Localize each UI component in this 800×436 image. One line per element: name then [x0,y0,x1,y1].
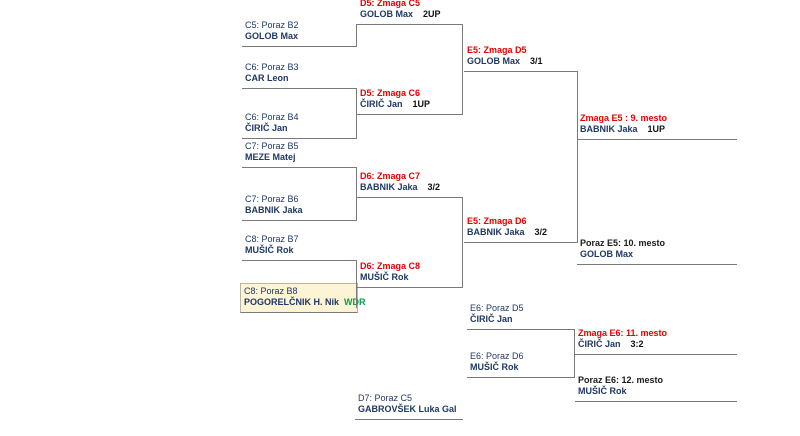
entry-zmaga-e5-9-mesto: Zmaga E5 : 9. mesto BABNIK Jaka 1UP [577,113,737,140]
entry-player-row: MUŠIČ Rok [360,272,463,283]
connector-line [462,24,463,114]
entry-player-row: BABNIK Jaka 3/2 [467,227,578,238]
entry-player-row: BABNIK Jaka [245,205,357,216]
entry-round-label: C7: Poraz B6 [245,194,299,204]
entry-e5-zmaga-d5: E5: Zmaga D5 GOLOB Max 3/1 [464,45,578,72]
entry-score: 3/2 [427,182,441,192]
entry-player-name: ČIRIČ Jan [360,99,403,109]
entry-round-label: E6: Poraz D5 [470,303,524,313]
entry-poraz-e6-12-mesto: Poraz E6: 12. mesto MUŠIČ Rok [575,375,737,402]
withdraw-tag: WDR [344,297,366,307]
entry-c6-poraz-b3: C6: Poraz B3 CAR Leon [242,62,357,89]
entry-score: 3/2 [534,227,548,237]
entry-round-label: Zmaga E5 : 9. mesto [580,113,668,123]
entry-d6-zmaga-c8: D6: Zmaga C8 MUŠIČ Rok [357,261,463,288]
entry-score: 1UP [412,99,431,109]
entry-round-label: C5: Poraz B2 [245,20,299,30]
connector-line [356,260,357,308]
entry-player-name: MEZE Matej [245,152,296,162]
entry-player-row: GOLOB Max [245,31,357,42]
entry-c5-poraz-b2: C5: Poraz B2 GOLOB Max [242,20,357,47]
connector-line [577,71,578,242]
entry-player-name: MUŠIČ Rok [360,272,409,282]
entry-player-name: BABNIK Jaka [360,182,418,192]
entry-round-label: E5: Zmaga D6 [467,216,527,226]
entry-d5-zmaga-c5: D5: Zmaga C5 GOLOB Max 2UP [357,0,463,25]
entry-player-name: CAR Leon [245,73,289,83]
entry-round-label: Poraz E5: 10. mesto [580,238,666,248]
entry-player-row: ČIRIČ Jan 3:2 [578,339,737,350]
entry-player-name: MUŠIČ Rok [578,386,627,396]
connector-line [356,167,357,220]
entry-player-row: GABROVŠEK Luka Gal [358,404,463,415]
entry-player-name: MUŠIČ Rok [245,245,294,255]
entry-round-label: D5: Zmaga C6 [360,88,421,98]
entry-poraz-e5-10-mesto: Poraz E5: 10. mesto GOLOB Max [577,238,737,265]
entry-player-name: ČIRIČ Jan [470,314,513,324]
entry-player-row: MUŠIČ Rok [470,362,575,373]
entry-round-label: Zmaga E6: 11. mesto [578,328,668,338]
entry-player-name: ČIRIČ Jan [245,123,288,133]
entry-c8-poraz-b7: C8: Poraz B7 MUŠIČ Rok [242,234,357,261]
entry-score: 3/1 [530,56,543,66]
entry-d5-zmaga-c6: D5: Zmaga C6 ČIRIČ Jan 1UP [357,88,463,115]
entry-c8-poraz-b8-withdrawn: C8: Poraz B8 POGORELČNIK H. Nik WDR [240,283,366,313]
entry-round-label: D5: Zmaga C5 [360,0,421,8]
entry-player-row: MUŠIČ Rok [245,245,357,256]
entry-player-row: ČIRIČ Jan [470,314,575,325]
connector-line [462,197,463,287]
entry-player-row: MUŠIČ Rok [578,386,737,397]
entry-round-label: C6: Poraz B3 [245,62,299,72]
entry-score: 3:2 [630,339,644,349]
entry-player-name: BABNIK Jaka [580,124,638,134]
entry-score: 2UP [423,9,441,19]
entry-round-label: D6: Zmaga C7 [360,171,421,181]
entry-round-label: Poraz E6: 12. mesto [578,375,664,385]
entry-zmaga-e6-11-mesto: Zmaga E6: 11. mesto ČIRIČ Jan 3:2 [575,328,737,355]
connector-line [356,24,357,46]
entry-round-label: E5: Zmaga D5 [467,45,527,55]
entry-round-label: C8: Poraz B7 [245,234,299,244]
entry-player-name: GOLOB Max [245,31,299,41]
entry-player-row: MEZE Matej [245,152,357,163]
entry-round-label: C8: Poraz B8 [244,286,298,296]
entry-d6-zmaga-c7: D6: Zmaga C7 BABNIK Jaka 3/2 [357,171,463,198]
entry-player-row: GOLOB Max 3/1 [467,56,578,67]
entry-d7-poraz-c5: D7: Poraz C5 GABROVŠEK Luka Gal [355,393,463,420]
connector-line [574,329,575,377]
entry-player-name: POGORELČNIK H. Nik [244,297,340,307]
entry-e5-zmaga-d6: E5: Zmaga D6 BABNIK Jaka 3/2 [464,216,578,243]
entry-player-name: ČIRIČ Jan [578,339,621,349]
entry-e6-poraz-d6: E6: Poraz D6 MUŠIČ Rok [467,351,575,378]
entry-player-row: BABNIK Jaka 3/2 [360,182,463,193]
entry-c6-poraz-b4: C6: Poraz B4 ČIRIČ Jan [242,112,357,139]
entry-score: 1UP [647,124,666,134]
entry-round-label: D6: Zmaga C8 [360,261,421,271]
entry-round-label: E6: Poraz D6 [470,351,524,361]
entry-e6-poraz-d5: E6: Poraz D5 ČIRIČ Jan [467,303,575,330]
entry-player-name: GOLOB Max [467,56,521,66]
entry-round-label: C7: Poraz B5 [245,141,299,151]
entry-c7-poraz-b6: C7: Poraz B6 BABNIK Jaka [242,194,357,221]
entry-player-name: MUŠIČ Rok [470,362,519,372]
entry-player-name: BABNIK Jaka [467,227,525,237]
entry-player-row: ČIRIČ Jan 1UP [360,99,463,110]
entry-player-row: GOLOB Max 2UP [360,9,463,20]
entry-player-name: GOLOB Max [360,9,414,19]
entry-round-label: D7: Poraz C5 [358,393,413,403]
entry-player-row: BABNIK Jaka 1UP [580,124,737,135]
entry-player-row: GOLOB Max [580,249,737,260]
entry-round-label: C6: Poraz B4 [245,112,299,122]
entry-c7-poraz-b5: C7: Poraz B5 MEZE Matej [242,141,357,168]
entry-player-row: CAR Leon [245,73,357,84]
entry-player-name: BABNIK Jaka [245,205,303,215]
connector-line [356,89,357,138]
entry-player-name: GOLOB Max [580,249,634,259]
entry-player-name: GABROVŠEK Luka Gal [358,404,457,414]
entry-player-row: ČIRIČ Jan [245,123,357,134]
entry-player-row: POGORELČNIK H. Nik WDR [244,297,366,308]
